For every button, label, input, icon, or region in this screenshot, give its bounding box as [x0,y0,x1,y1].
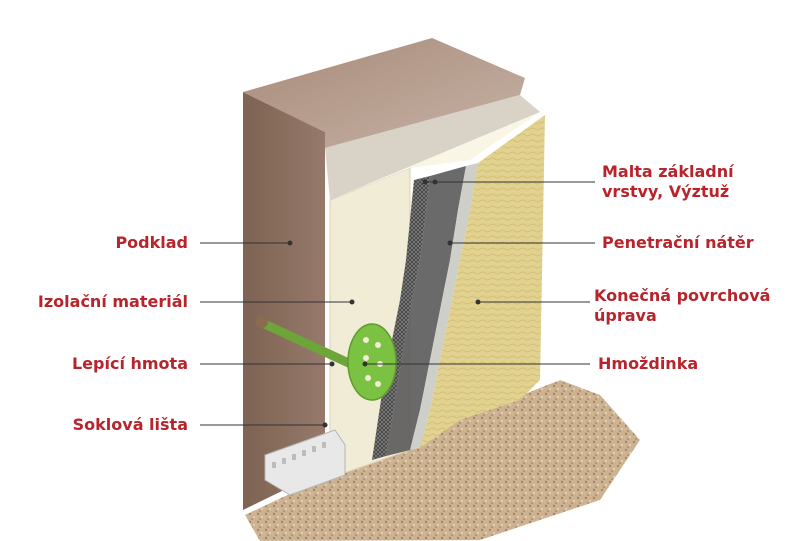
label-hmozdinka: Hmoždinka [598,354,698,374]
dowel-plate [348,324,396,400]
label-lepici-hmota: Lepící hmota [72,354,188,374]
label-penetracni-nater: Penetrační nátěr [602,233,754,253]
label-soklova-lista: Soklová lišta [73,415,188,435]
label-malta-line1: Malta základní [602,162,734,182]
label-izolacni-material: Izolační materiál [38,292,188,312]
label-konecna-line1: Konečná povrchová [594,286,770,306]
label-malta-line2: vrstvy, Výztuž [602,182,734,202]
label-podklad: Podklad [115,233,188,253]
label-konecna: Konečná povrchová úprava [594,286,770,326]
label-konecna-line2: úprava [594,306,770,326]
label-malta: Malta základní vrstvy, Výztuž [602,162,734,202]
dowel-tip [256,316,268,328]
